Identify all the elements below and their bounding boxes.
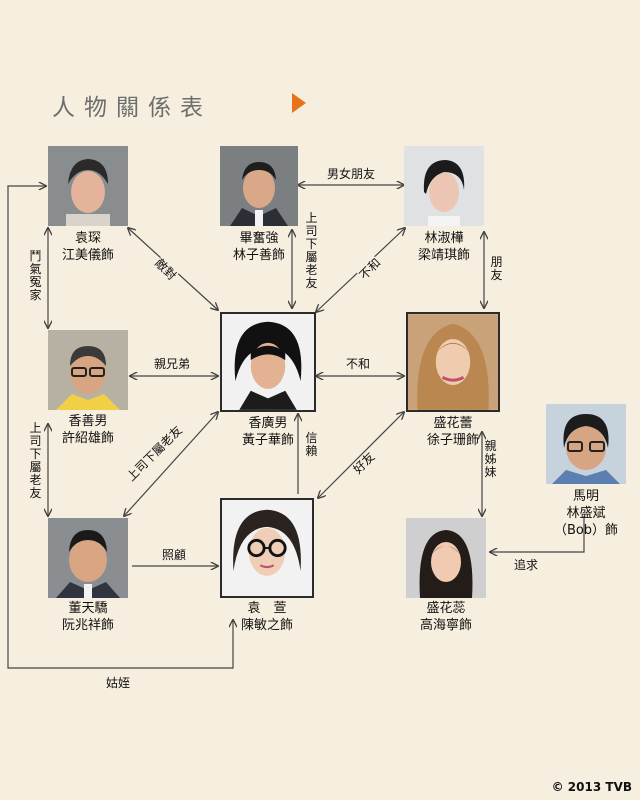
name-yuen-chun: 袁琛江美儀飾 — [61, 231, 115, 263]
relation-label-discord-2: 不和 — [346, 357, 371, 371]
relation-label-boss-1: 上司下屬老友 — [305, 211, 318, 290]
relation-label-aunt-niece: 姑姪 — [106, 676, 131, 690]
portrait-shing-fa-lui — [406, 312, 500, 412]
relation-label-boss-2: 上司下屬老友 — [29, 421, 42, 500]
portrait-lam-suk-wah — [404, 146, 484, 226]
name-shing-fa-yui: 盛花蕊高海寧飾 — [419, 601, 473, 633]
relation-label-care: 照顧 — [162, 548, 187, 562]
portrait-tung-tin-kiu — [48, 518, 128, 598]
copyright: © 2013 TVB — [551, 780, 632, 794]
relation-line-pursue — [490, 516, 585, 552]
relation-label-bf-gf: 男女朋友 — [327, 167, 376, 181]
portrait-heung-sin-nam — [48, 330, 128, 410]
portrait-bat-fun-keung — [220, 146, 298, 226]
name-heung-sin-nam: 香善男許紹雄飾 — [61, 414, 115, 446]
name-yuen-huen: 袁 萱陳敏之飾 — [240, 601, 294, 633]
relation-label-friends: 朋友 — [490, 255, 503, 282]
name-bat-fun-keung: 畢奮強林子善飾 — [232, 231, 286, 263]
relation-label-pursue: 追求 — [514, 558, 539, 572]
relation-label-feud: 鬥氣冤家 — [29, 249, 42, 302]
name-lam-suk-wah: 林淑樺梁靖琪飾 — [417, 231, 471, 263]
relation-label-sisters: 親姊妹 — [484, 439, 497, 479]
portrait-heung-kwong-nam — [220, 312, 316, 412]
name-shing-fa-lui: 盛花蕾徐子珊飾 — [426, 416, 480, 448]
name-ma-ming: 馬明林盛斌（Bob）飾 — [553, 489, 619, 538]
relation-line-aunt-niece — [7, 186, 233, 669]
portrait-ma-ming — [546, 404, 626, 484]
portrait-yuen-huen — [220, 498, 314, 598]
name-tung-tin-kiu: 董天驕阮兆祥飾 — [61, 601, 115, 633]
portrait-shing-fa-yui — [406, 518, 486, 598]
play-arrow-icon — [292, 93, 306, 113]
name-heung-kwong-nam: 香廣男黃子華飾 — [241, 416, 295, 448]
relation-label-brothers: 親兄弟 — [154, 357, 191, 371]
relation-label-trust: 信賴 — [305, 431, 318, 458]
portrait-yuen-chun — [48, 146, 128, 226]
page-title: 人物關係表 — [52, 95, 212, 121]
